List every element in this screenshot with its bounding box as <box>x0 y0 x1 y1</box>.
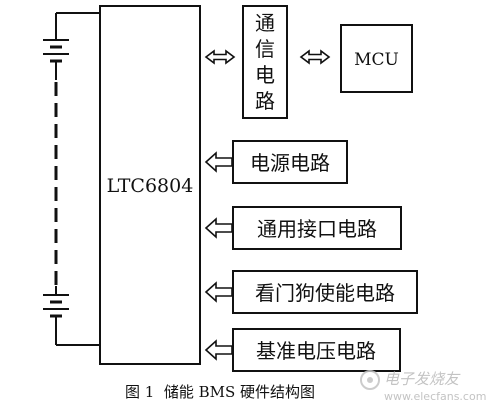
ltc6804-label: LTC6804 <box>107 175 194 197</box>
ltc6804-block: LTC6804 <box>99 5 201 365</box>
comm-char-4: 路 <box>255 89 275 113</box>
figure-caption: 图 1 储能 BMS 硬件结构图 <box>125 383 315 401</box>
comm-char-3: 电 <box>255 63 275 87</box>
watermark: 电子发烧友 www.elecfans.com <box>360 370 486 403</box>
mcu-block: MCU <box>340 24 413 93</box>
battery-stack <box>43 12 100 346</box>
arrow-reference-to-chip <box>204 339 233 361</box>
double-arrow-comm-to-mcu <box>299 49 331 65</box>
module-power: 电源电路 <box>204 140 348 184</box>
module-watchdog: 看门狗使能电路 <box>204 270 418 314</box>
module-interface-label: 通用接口电路 <box>257 217 377 241</box>
double-arrow-chip-to-comm <box>204 49 236 65</box>
watermark-text: 电子发烧友 <box>384 370 461 388</box>
watermark-url: www.elecfans.com <box>384 390 486 403</box>
module-power-label: 电源电路 <box>250 151 330 175</box>
comm-circuit-block: 通 信 电 路 <box>242 5 288 119</box>
mcu-label: MCU <box>354 50 399 70</box>
module-reference-label: 基准电压电路 <box>256 339 376 363</box>
arrow-watchdog-to-chip <box>204 281 233 303</box>
watermark-logo-icon <box>360 370 380 390</box>
arrow-interface-to-chip <box>204 217 233 239</box>
comm-char-2: 信 <box>255 37 275 61</box>
module-watchdog-label: 看门狗使能电路 <box>255 281 395 305</box>
battery-cell-bottom <box>43 294 69 318</box>
module-reference: 基准电压电路 <box>204 328 401 372</box>
arrow-power-to-chip <box>204 151 233 173</box>
module-interface: 通用接口电路 <box>204 206 402 250</box>
battery-cell-top <box>43 39 69 63</box>
comm-char-1: 通 <box>255 11 275 35</box>
